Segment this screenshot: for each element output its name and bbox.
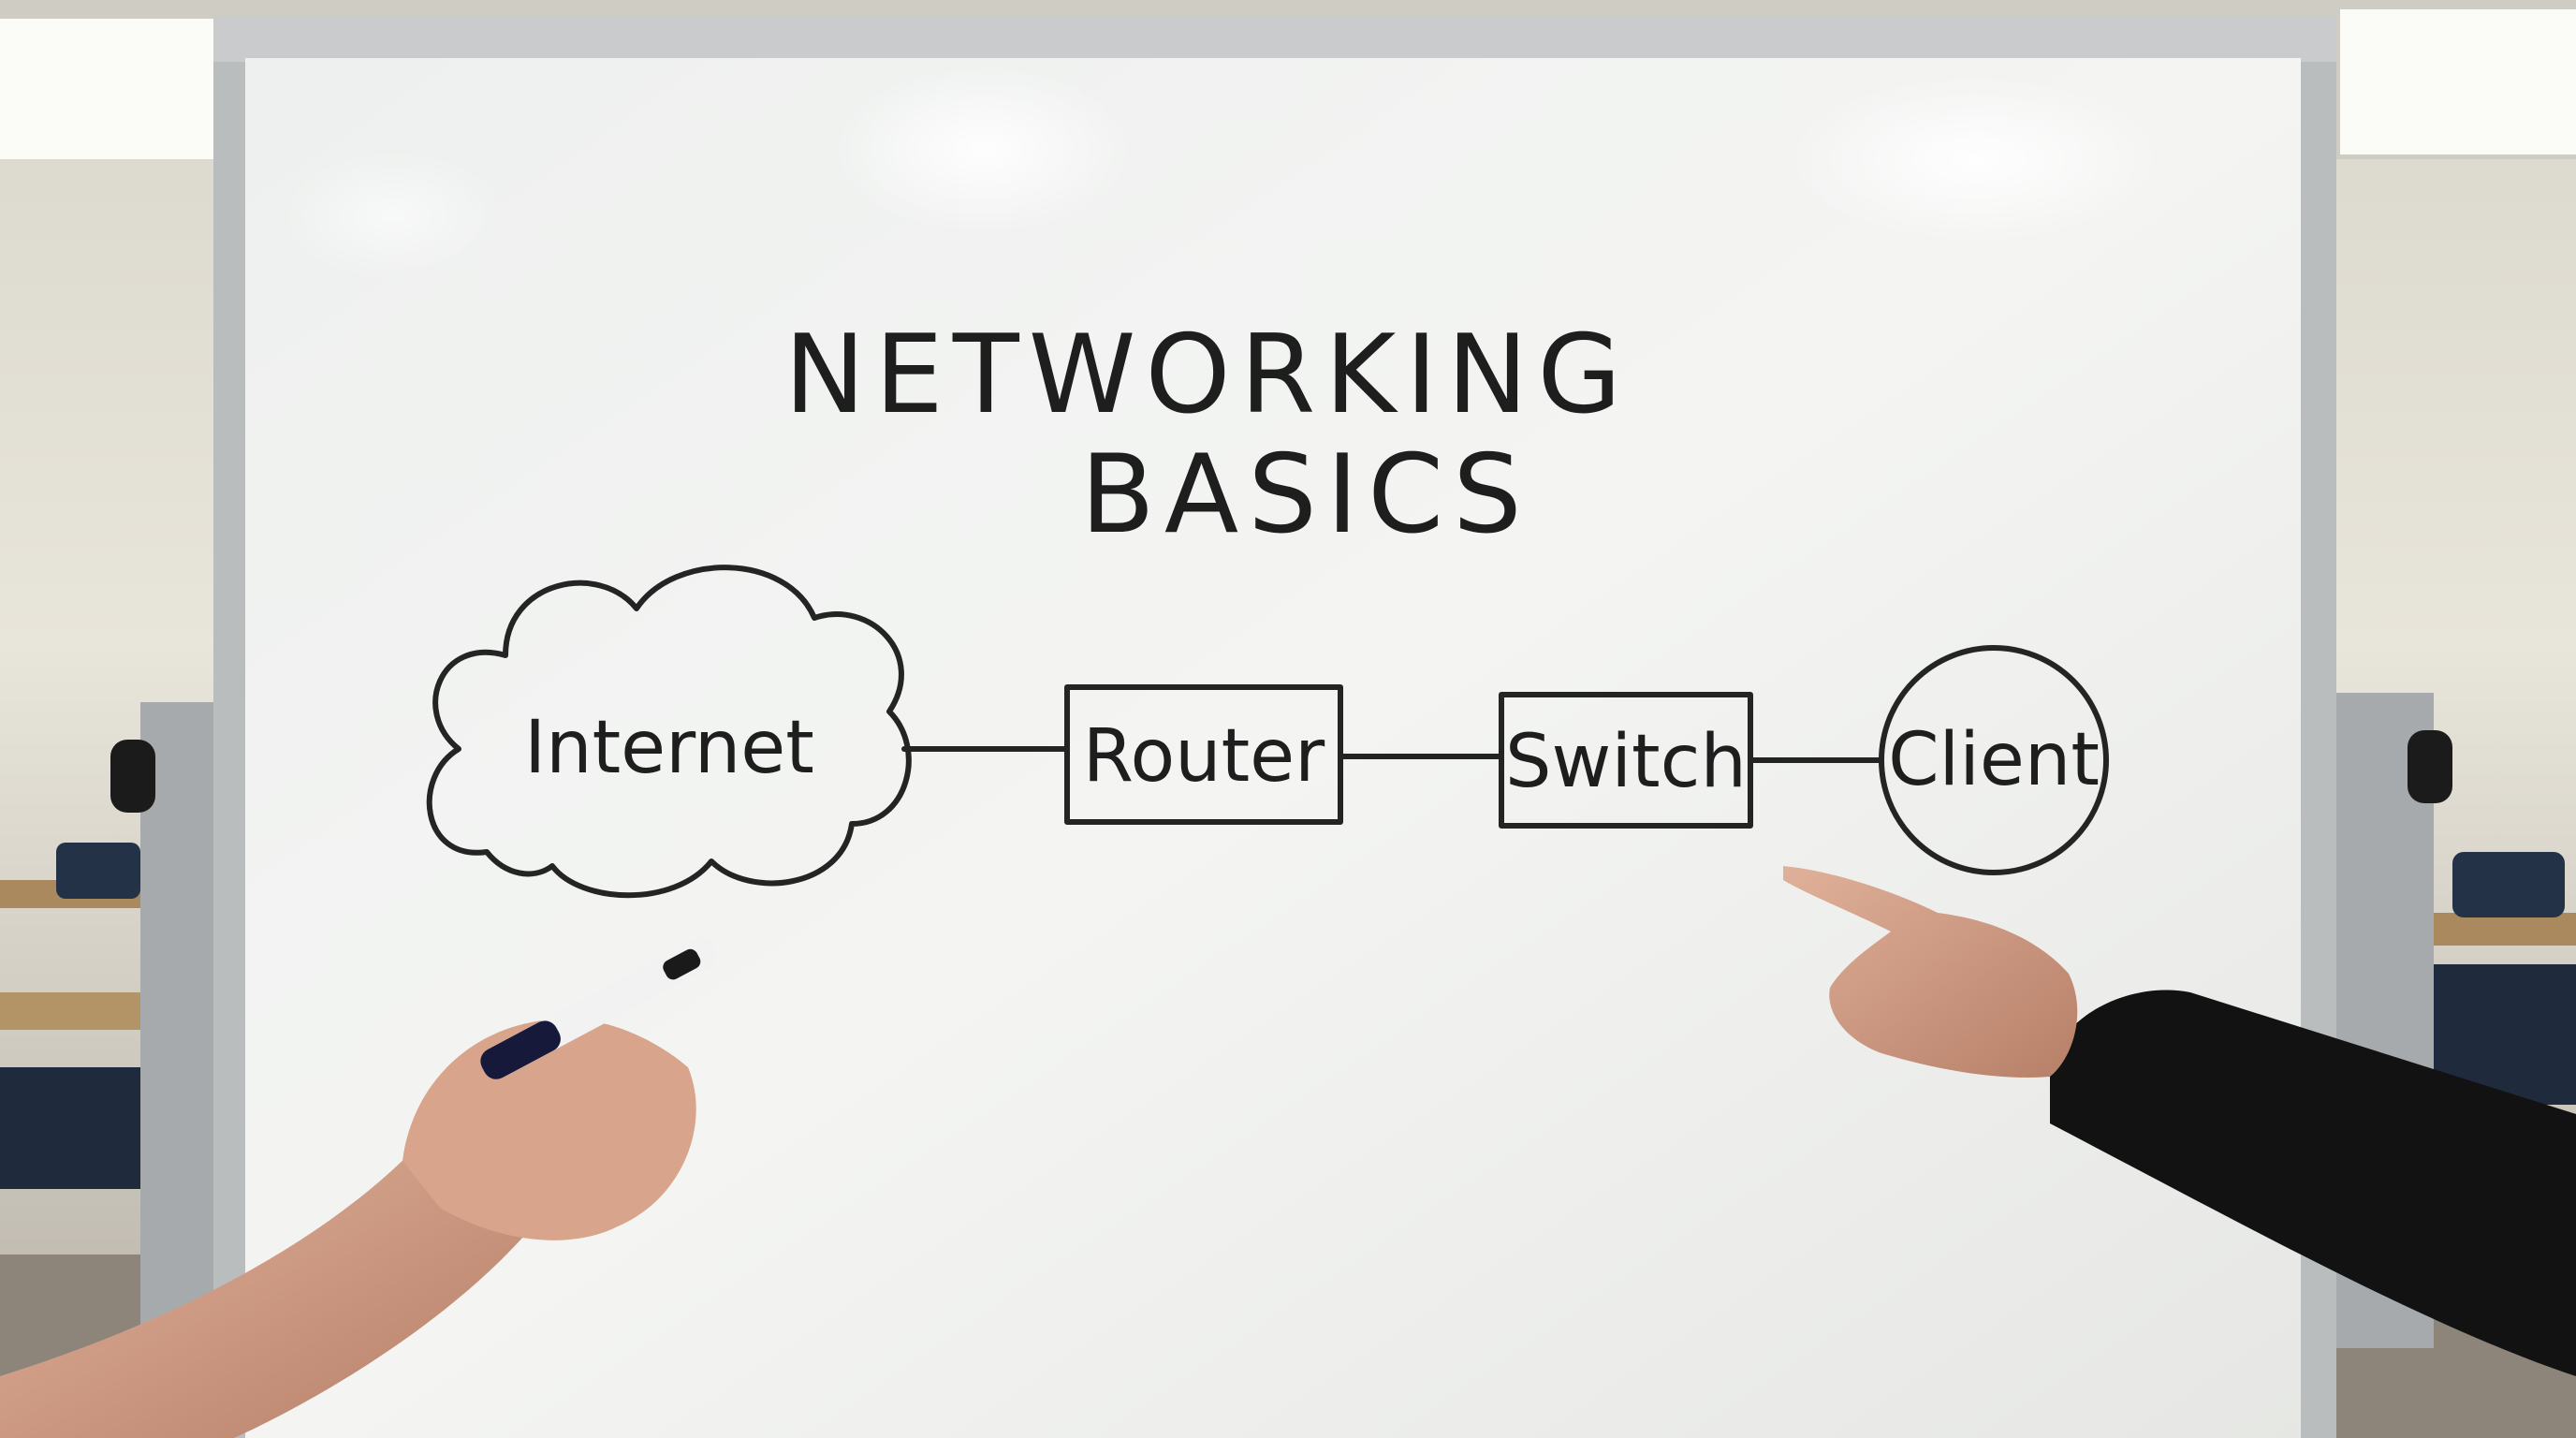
glare-1 — [833, 66, 1133, 234]
board-title-line-1: NETWORKING — [784, 312, 1631, 438]
stand-knob-right — [2408, 730, 2452, 803]
ceiling-light-left — [0, 19, 215, 159]
router-label: Router — [1083, 714, 1325, 799]
glare-2 — [1788, 75, 2162, 243]
board-title-line-2: BASICS — [1080, 432, 1530, 558]
client-label: Client — [1888, 718, 2100, 802]
internet-label: Internet — [524, 706, 814, 790]
internet-cloud-shape — [426, 565, 912, 899]
switch-label: Switch — [1505, 720, 1747, 804]
classroom-desks-left — [0, 843, 159, 1189]
router-box — [1064, 684, 1343, 825]
switch-box — [1499, 692, 1753, 829]
right-hand-pointing — [1783, 866, 2576, 1376]
glare-3 — [281, 150, 505, 281]
client-circle — [1879, 645, 2109, 875]
ceiling-light-right — [2340, 9, 2576, 154]
stand-knob-left — [110, 740, 155, 813]
left-hand-with-marker — [0, 937, 718, 1438]
whiteboard-frame-top — [213, 17, 2336, 62]
